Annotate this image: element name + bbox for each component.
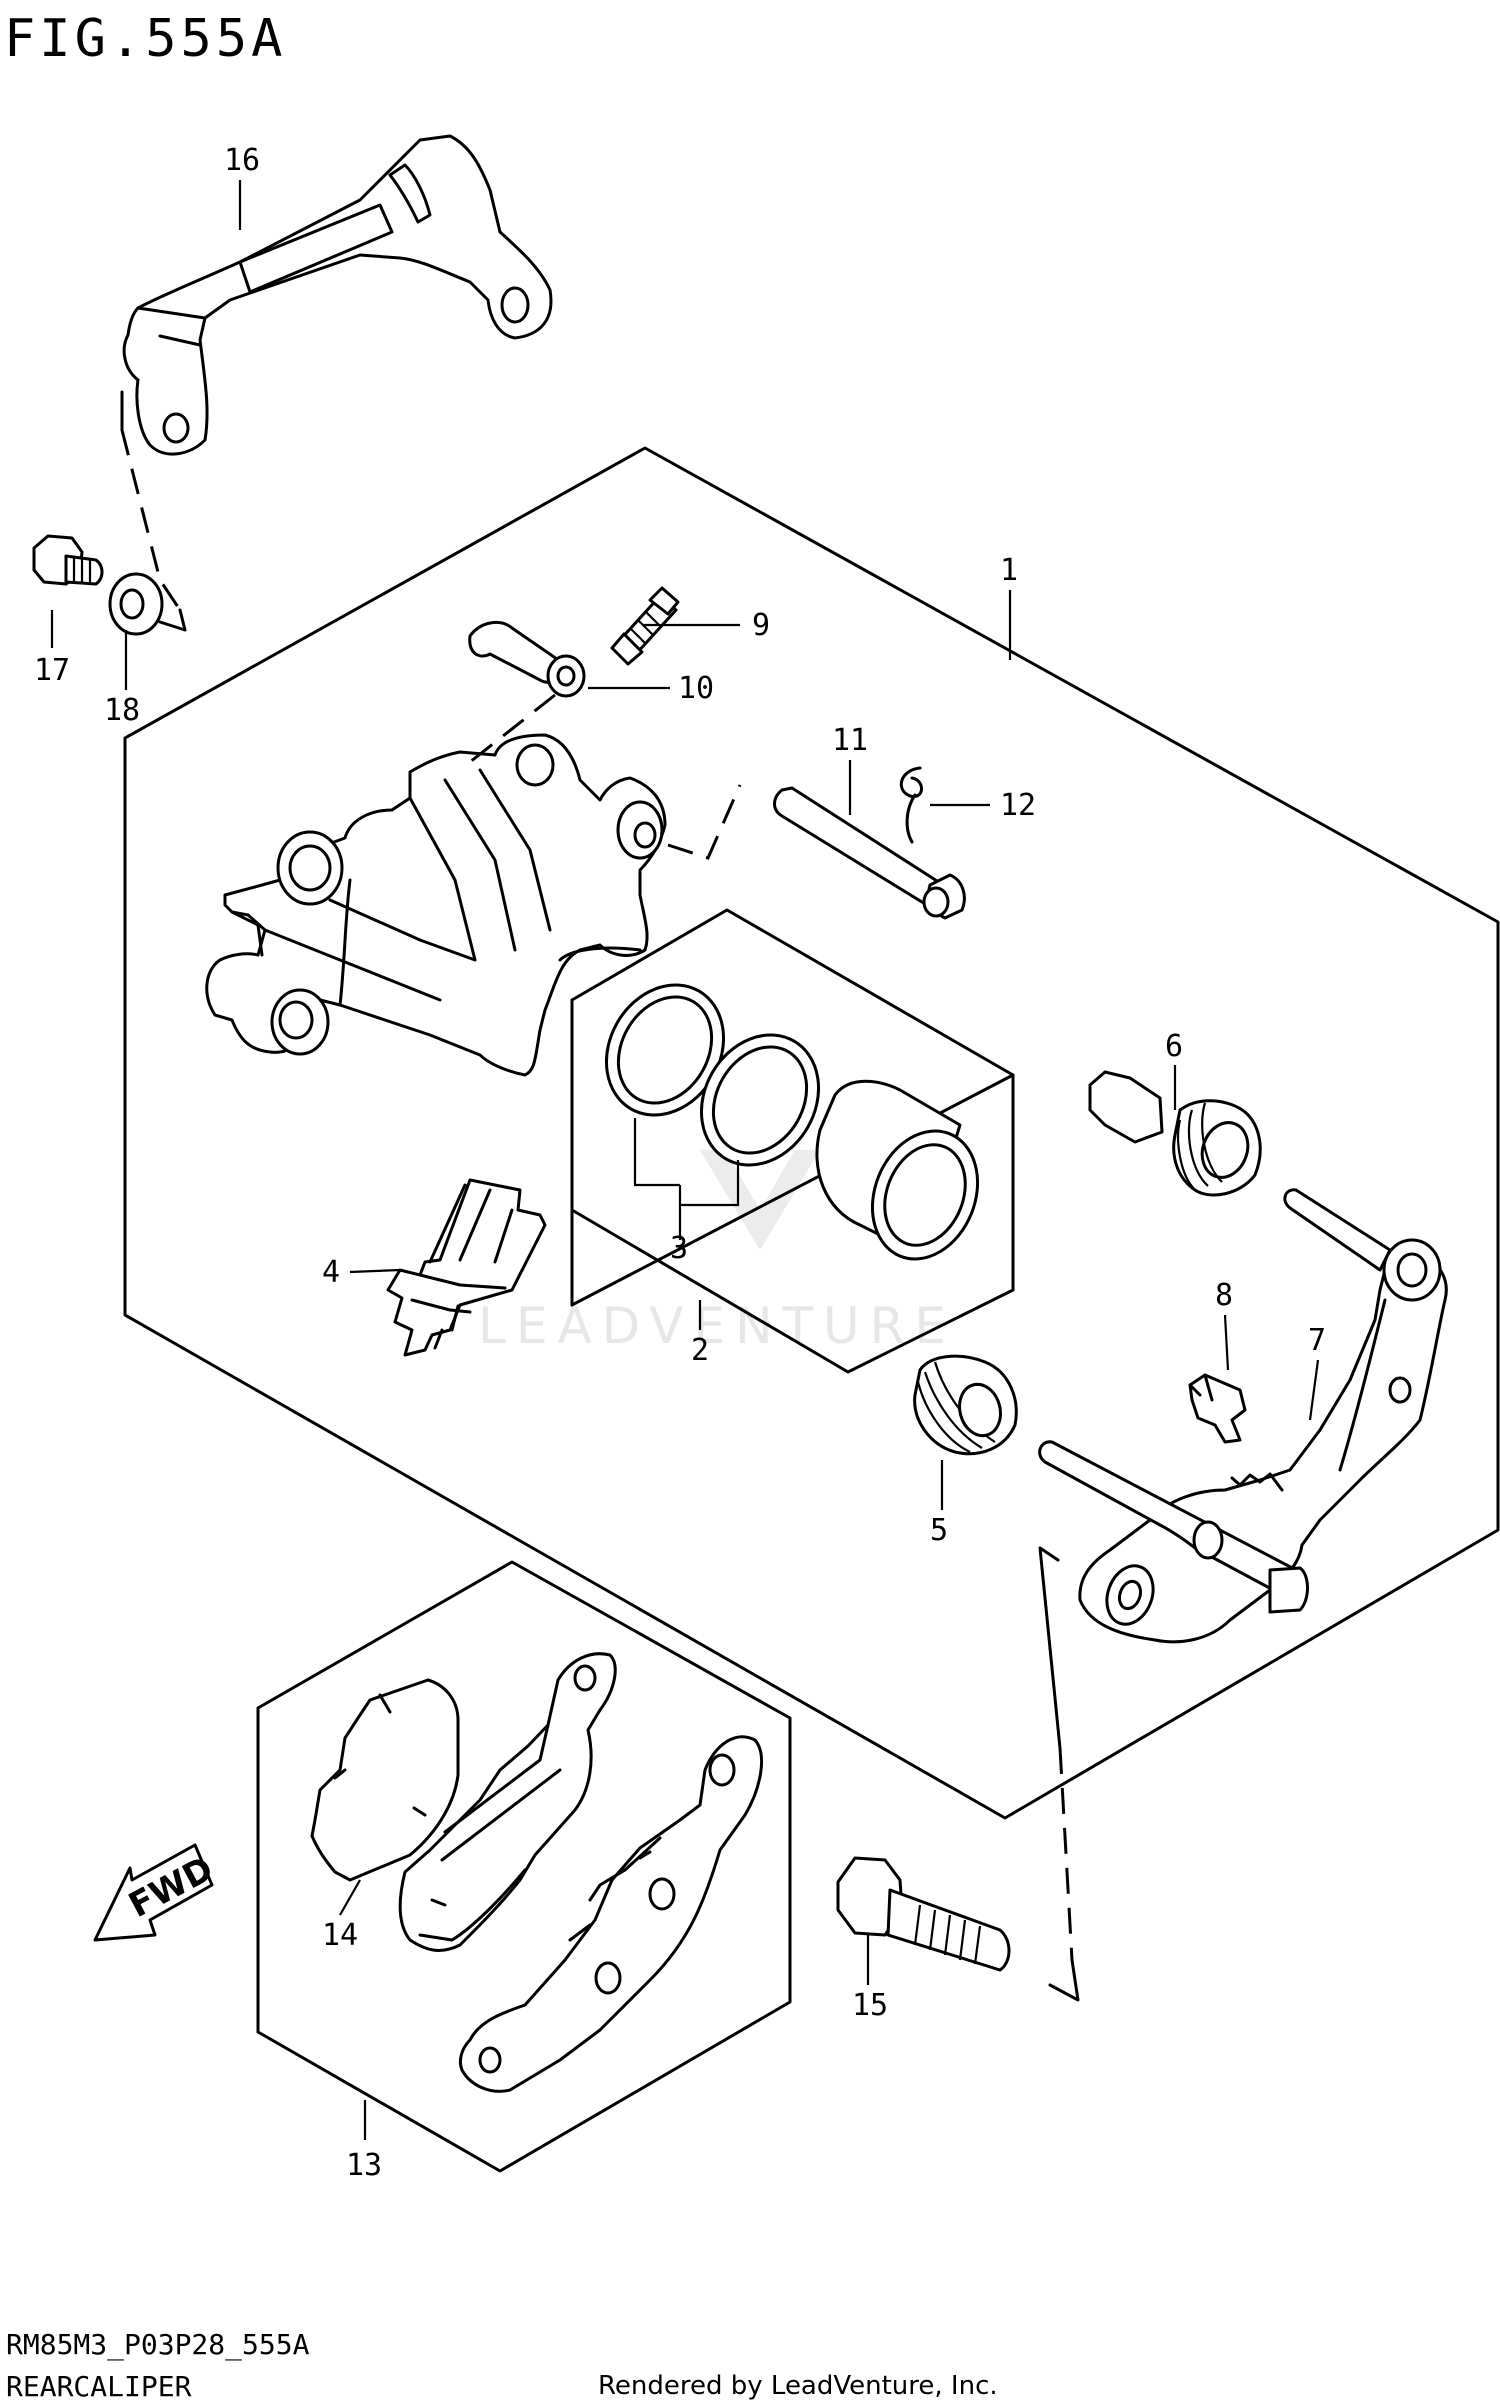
fwd-direction-arrow: FWD <box>93 1843 220 1942</box>
callout-6: 6 <box>1165 1029 1183 1064</box>
callout-5: 5 <box>930 1513 948 1548</box>
piston-kit-outline <box>570 908 1015 1374</box>
pad-spring <box>386 1178 547 1357</box>
piston-seals <box>604 983 821 1167</box>
slide-pin-boot-top <box>1088 1070 1262 1197</box>
bleeder-cap <box>468 620 586 698</box>
brake-pad-outer <box>458 1735 763 2093</box>
callout-16: 16 <box>224 143 260 178</box>
pad-shim <box>310 1678 460 1882</box>
callout-labels: 1 2 3 4 5 6 7 8 9 10 11 12 13 14 15 16 1… <box>34 143 1326 2183</box>
credit-text: Rendered by LeadVenture, Inc. <box>598 2371 998 2401</box>
bracket-washer <box>108 572 164 636</box>
callout-2: 2 <box>691 1333 709 1368</box>
brake-pad-inner <box>398 1652 617 1952</box>
mounting-bolt <box>836 1856 1011 1972</box>
caliper-support <box>1038 1188 1448 1644</box>
diagram-title: REARCALIPER <box>6 2370 192 2403</box>
caliper-pin <box>773 786 966 920</box>
model-code: RM85M3_P03P28_555A <box>6 2328 310 2362</box>
callout-12: 12 <box>1000 788 1036 823</box>
callout-8: 8 <box>1215 1278 1233 1313</box>
callout-7: 7 <box>1308 1323 1326 1358</box>
callout-4: 4 <box>322 1255 340 1290</box>
figure-title: FIG.555A <box>4 9 286 69</box>
callout-10: 10 <box>678 671 714 706</box>
callout-17: 17 <box>34 653 70 688</box>
watermark-text: LEADVENTURE <box>478 1297 956 1355</box>
retainer-clip <box>1188 1373 1247 1444</box>
callout-18: 18 <box>104 693 140 728</box>
callout-1: 1 <box>1000 553 1018 588</box>
bracket-bolt <box>32 534 104 586</box>
callout-14: 14 <box>322 1918 358 1953</box>
watermark: LEADVENTURE <box>478 1150 956 1355</box>
callout-13: 13 <box>346 2148 382 2183</box>
caliper-body <box>205 733 667 1077</box>
caliper-assembly-outline <box>123 446 1500 1820</box>
callout-11: 11 <box>832 723 868 758</box>
caliper-bracket <box>122 134 553 456</box>
callout-15: 15 <box>852 1988 888 2023</box>
caliper-piston <box>815 1079 980 1261</box>
brake-pad-set-outline <box>256 1560 792 2173</box>
pin-clip <box>899 766 923 844</box>
callout-9: 9 <box>752 608 770 643</box>
callout-leaders <box>50 180 1320 2140</box>
slide-pin-boot <box>913 1354 1018 1456</box>
callout-3: 3 <box>670 1231 688 1266</box>
